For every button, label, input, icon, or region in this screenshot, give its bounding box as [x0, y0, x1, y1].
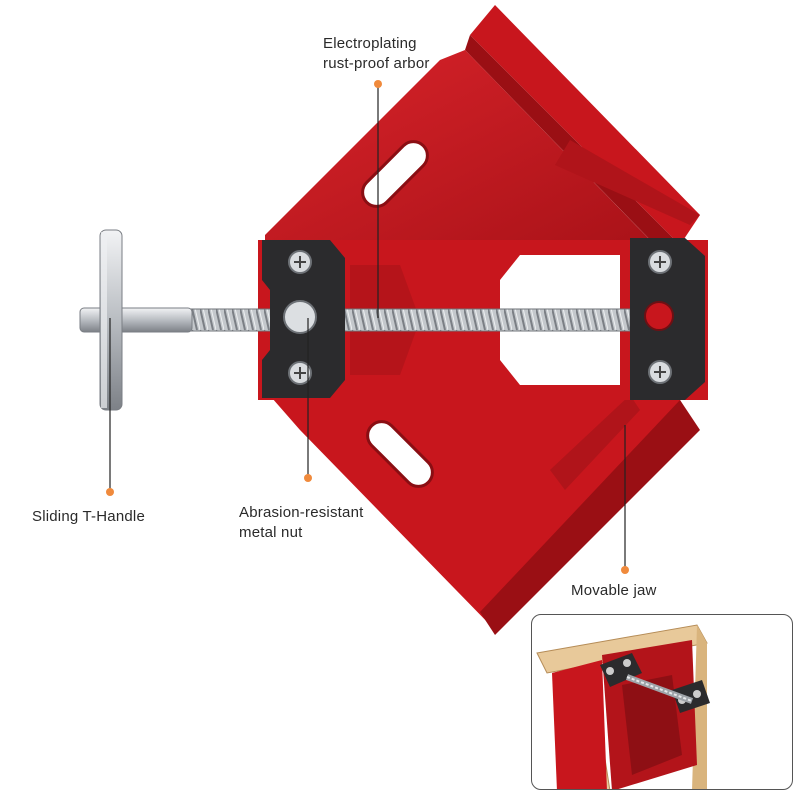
movable-jaw-block [630, 238, 705, 400]
threaded-arbor [189, 308, 631, 332]
metal-nut [262, 240, 345, 398]
callout-dots [106, 80, 629, 574]
callout-label-jaw: Movable jaw [571, 582, 657, 599]
callout-label-handle: Sliding T-Handle [32, 508, 145, 525]
usage-inset-photo [531, 614, 793, 790]
mounting-slot [366, 420, 434, 488]
callout-label-nut: Abrasion-resistant metal nut [239, 504, 364, 541]
callout-label-arbor: Electroplating rust-proof arbor [323, 35, 430, 72]
inset-illustration [536, 624, 710, 789]
mounting-slot [361, 140, 429, 208]
callout-leaders [109, 84, 626, 570]
t-handle [79, 229, 193, 411]
